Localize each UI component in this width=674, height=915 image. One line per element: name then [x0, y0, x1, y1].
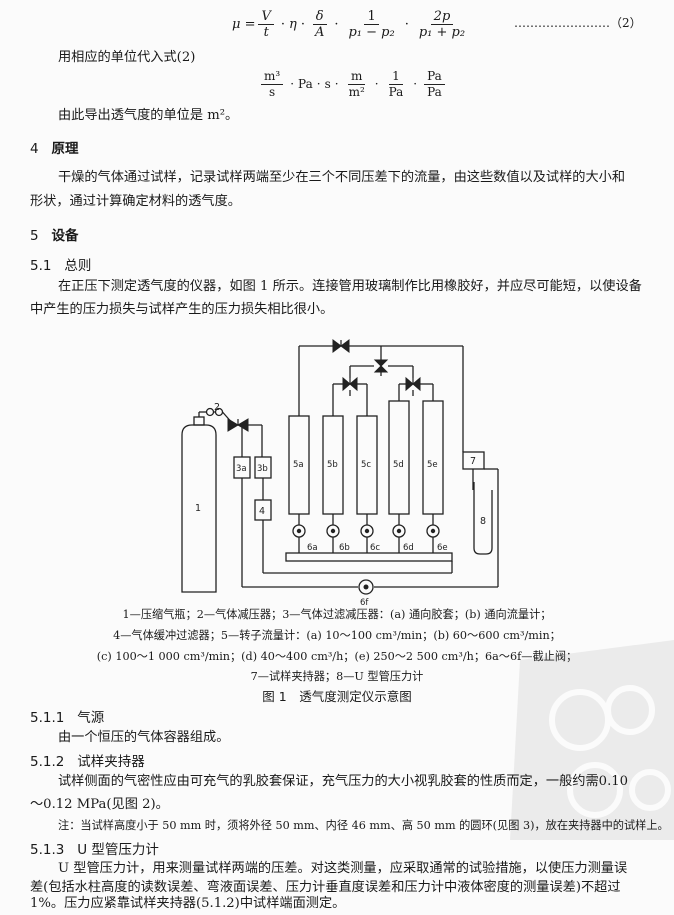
pressure-gauge-2a	[205, 407, 215, 417]
section-5-1-3-heading: 5.1.3 U 型管压力计	[30, 842, 159, 858]
cylinder-neck	[193, 416, 205, 426]
label-6a: 6a	[307, 543, 318, 553]
section-5-1-line-1: 在正压下测定透气度的仪器，如图 1 所示。连接管用玻璃制作比用橡胶好，并应尽可能…	[58, 279, 642, 294]
flowmeter-5e	[422, 400, 444, 515]
figure-1-title: 图 1 透气度测定仪示意图	[262, 689, 412, 704]
label-6b: 6b	[339, 543, 350, 553]
figure-1-caption-line-1: 1—压缩气瓶；2—气体减压器；3—气体过滤减压器：(a) 通向胶套；(b) 通向…	[122, 608, 552, 621]
label-7: 7	[470, 456, 476, 467]
label-6f: 6f	[360, 598, 369, 608]
gas-cylinder	[181, 424, 217, 593]
eq-lhs: μ =	[232, 16, 256, 32]
label-2: 2	[214, 402, 220, 413]
units-intro: 用相应的单位代入式(2)	[58, 50, 196, 65]
label-6c: 6c	[370, 543, 380, 553]
label-3a: 3a	[236, 464, 247, 474]
section-5-1-3-line-2: 差(包括水柱高度的读数误差、弯液面误差、压力计垂直度误差和压力计中液体密度的测量…	[30, 880, 621, 895]
figure-1-caption-line-3: (c) 100～1 000 cm³/min；(d) 40～400 cm³/h；(…	[96, 650, 578, 663]
section-4-line-2: 形状，通过计算确定材料的透气度。	[30, 194, 241, 209]
section-5-1-2-note: 注：当试样高度小于 50 mm 时，须将外径 50 mm、内径 46 mm、高 …	[58, 819, 669, 832]
figure-1-diagram: 1 2 3a 3b 4 5a 5b 5c 5d 5e 6a 6b 6c 6d 6…	[181, 339, 499, 608]
valve-6c	[360, 524, 374, 538]
section-5-1-2-line-2: ～0.12 MPa(见图 2)。	[30, 797, 169, 812]
u-tube-manometer-8	[473, 482, 493, 555]
label-5e: 5e	[427, 460, 438, 470]
label-6d: 6d	[403, 543, 414, 553]
watermark-seal	[510, 640, 674, 840]
valve-6e	[426, 524, 440, 538]
eq-eta: η	[289, 16, 297, 32]
units-result: 由此导出透气度的单位是 m²。	[58, 108, 239, 123]
label-5b: 5b	[327, 460, 338, 470]
flowmeter-manifold	[285, 552, 453, 562]
section-5-heading: 5 设备	[30, 228, 79, 244]
label-1: 1	[195, 503, 201, 514]
section-5-1-1-text: 由一个恒压的气体容器组成。	[58, 730, 230, 745]
valve-6f	[358, 579, 374, 595]
figure-1-caption-line-4: 7—试样夹持器；8—U 型管压力计	[250, 670, 424, 683]
valve-6d	[392, 524, 406, 538]
section-5-1-3-line-1: U 型管压力计，用来测量试样两端的压差。对这类测量，应采取通常的试验措施，以使压…	[58, 861, 628, 876]
section-5-1-3-line-3: 1%。压力应紧靠试样夹持器(5.1.2)中试样端面测定。	[30, 896, 346, 911]
label-5a: 5a	[293, 460, 304, 470]
section-5-1-heading: 5.1 总则	[30, 258, 92, 274]
label-4: 4	[259, 506, 265, 517]
section-4-line-1: 干燥的气体通过试样，记录试样两端至少在三个不同压差下的流量，由这些数值以及试样的…	[58, 170, 626, 185]
valve-6b	[326, 524, 340, 538]
section-4-heading: 4 原理	[30, 141, 79, 157]
section-5-1-2-heading: 5.1.2 试样夹持器	[30, 754, 145, 770]
label-8: 8	[480, 516, 486, 527]
equation-number: ……………………（2）	[514, 16, 642, 30]
section-5-1-2-line-1: 试样侧面的气密性应由可充气的乳胶套保证，充气压力的大小视乳胶套的性质而定，一般约…	[58, 774, 629, 789]
label-6e: 6e	[437, 543, 448, 553]
label-5d: 5d	[393, 460, 404, 470]
flowmeter-5d	[388, 400, 410, 515]
section-5-1-1-heading: 5.1.1 气源	[30, 710, 105, 726]
label-3b: 3b	[257, 464, 268, 474]
figure-1-caption-line-2: 4—气体缓冲过滤器；5—转子流量计：(a) 10～100 cm³/min；(b)…	[113, 629, 561, 642]
valve-6a	[292, 524, 306, 538]
section-5-1-line-2: 中产生的压力损失与试样产生的压力损失相比很小。	[30, 302, 334, 317]
label-5c: 5c	[361, 460, 371, 470]
